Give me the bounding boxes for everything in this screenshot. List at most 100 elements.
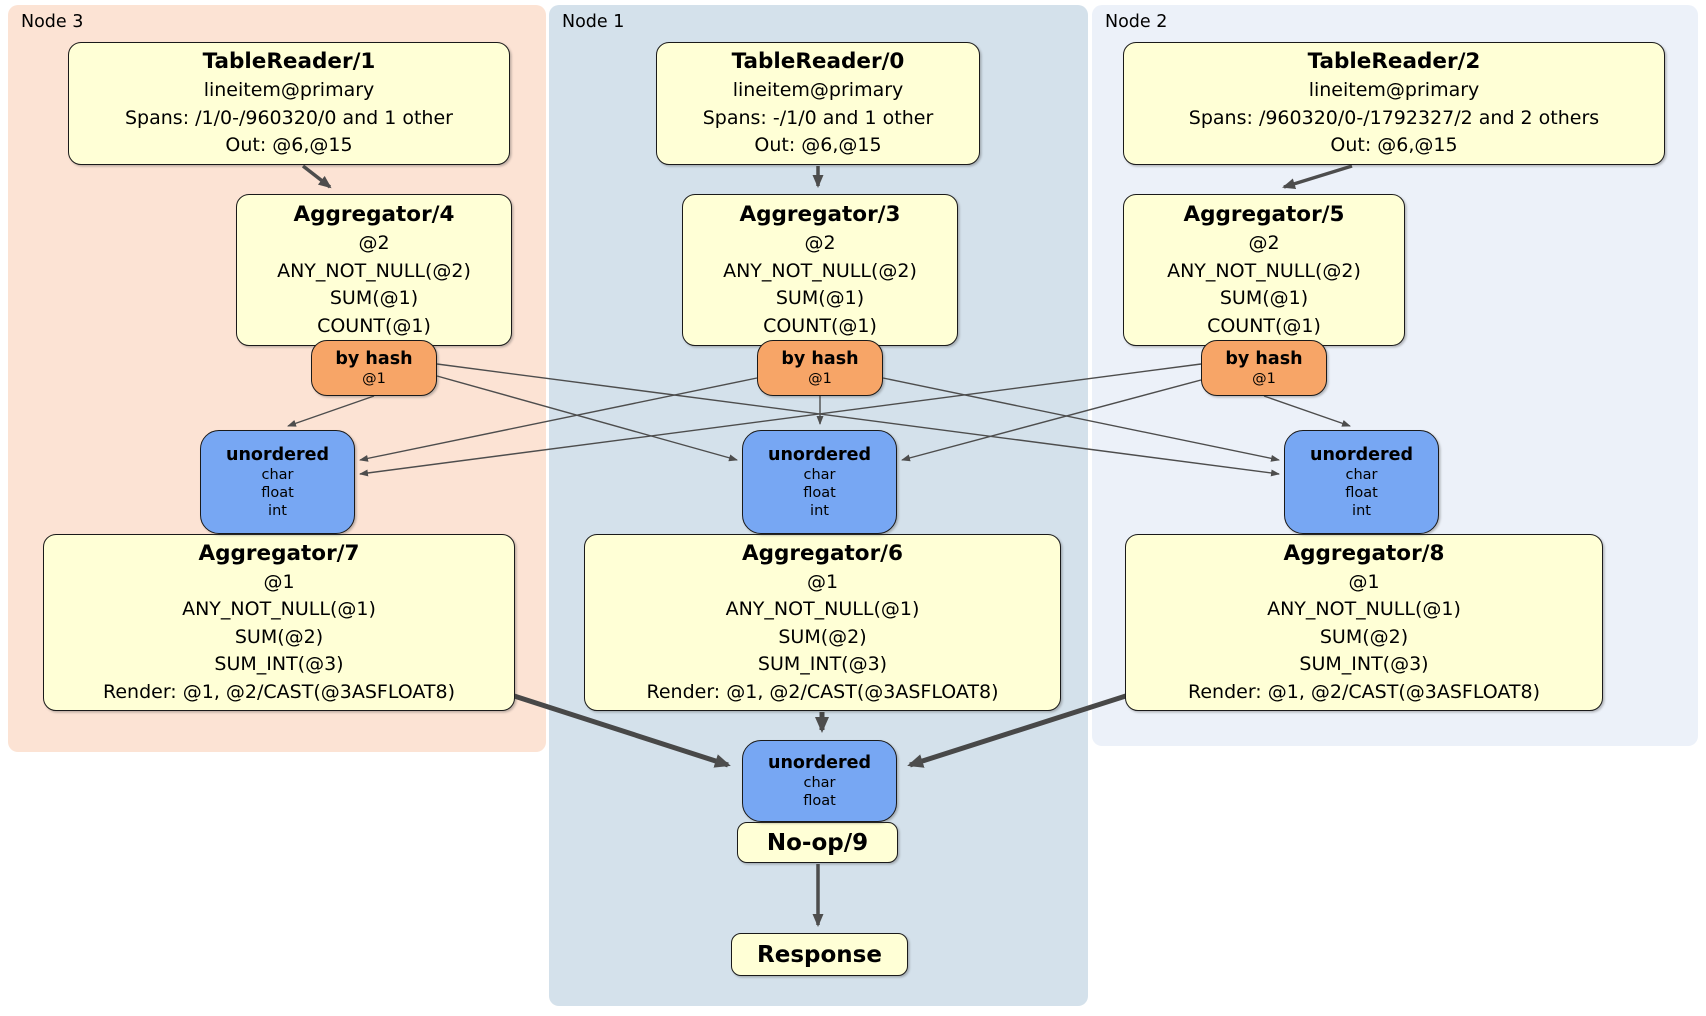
- router-col-type: char: [261, 467, 294, 483]
- processor-group-cols: @1: [806, 570, 839, 593]
- edge-tr2-agg5: [1282, 164, 1353, 190]
- processor-agg-fn: ANY_NOT_NULL(@1): [182, 598, 376, 621]
- router-col-type: float: [803, 485, 836, 501]
- processor-title: Aggregator/4: [293, 202, 455, 227]
- processor-agg-fn: COUNT(@1): [317, 314, 431, 337]
- router-title: unordered: [768, 753, 871, 773]
- router-title: unordered: [226, 445, 329, 465]
- router-col-type: char: [803, 467, 836, 483]
- processor-agg-fn: SUM(@1): [1219, 287, 1309, 309]
- processor-agg-fn: SUM(@1): [775, 287, 865, 309]
- edge-hash2-un1: [901, 379, 1202, 462]
- node-label: Node 1: [562, 12, 625, 32]
- processor-render: Render: @1, @2/CAST(@3ASFLOAT8): [1188, 680, 1540, 703]
- processor-index: lineitem@primary: [1308, 79, 1480, 102]
- processor-title: Aggregator/7: [198, 540, 360, 566]
- processor-index: lineitem@primary: [732, 79, 904, 102]
- processor-agg-fn: SUM(@1): [329, 287, 419, 309]
- router-hash-cols: @1: [1252, 371, 1276, 387]
- processor-aggregator-6: Aggregator/6 @1 ANY_NOT_NULL(@1) SUM(@2)…: [584, 534, 1061, 711]
- processor-group-cols: @2: [358, 232, 390, 254]
- router-title: by hash: [335, 349, 413, 369]
- edge-hash3-un1: [436, 375, 738, 462]
- processor-index: lineitem@primary: [203, 79, 375, 102]
- router-unordered-final: unordered char float: [742, 740, 897, 822]
- router-col-type: float: [1345, 485, 1378, 501]
- edge-hash2-un2: [1263, 395, 1351, 427]
- router-by-hash-node2: by hash @1: [1201, 340, 1327, 396]
- processor-tablereader-0: TableReader/0 lineitem@primary Spans: -/…: [656, 42, 980, 165]
- processor-group-cols: @2: [1248, 232, 1280, 254]
- processor-agg-fn: COUNT(@1): [1207, 314, 1321, 337]
- processor-spans: Spans: /1/0-/960320/0 and 1 other: [125, 106, 453, 129]
- processor-aggregator-5: Aggregator/5 @2 ANY_NOT_NULL(@2) SUM(@1)…: [1123, 194, 1405, 346]
- processor-tablereader-2: TableReader/2 lineitem@primary Spans: /9…: [1123, 42, 1665, 165]
- processor-agg-fn: ANY_NOT_NULL(@1): [725, 598, 920, 621]
- router-hash-cols: @1: [362, 371, 386, 387]
- router-by-hash-node1: by hash @1: [757, 340, 883, 396]
- processor-out: Out: @6,@15: [225, 134, 353, 157]
- processor-title: Aggregator/8: [1283, 540, 1445, 566]
- processor-title: No-op/9: [766, 829, 869, 856]
- node-label: Node 2: [1105, 12, 1168, 32]
- router-title: by hash: [1225, 349, 1303, 369]
- processor-spans: Spans: /960320/0-/1792327/2 and 2 others: [1188, 106, 1600, 129]
- processor-spans: Spans: -/1/0 and 1 other: [702, 106, 934, 129]
- edge-hash1-un3: [359, 377, 758, 462]
- router-title: unordered: [768, 445, 871, 465]
- processor-title: Aggregator/5: [1183, 202, 1345, 227]
- edge-hash1-un2: [882, 377, 1280, 462]
- processor-agg-fn: SUM_INT(@3): [214, 653, 344, 676]
- processor-title: TableReader/0: [731, 49, 905, 75]
- processor-aggregator-3: Aggregator/3 @2 ANY_NOT_NULL(@2) SUM(@1)…: [682, 194, 958, 346]
- router-col-type: float: [803, 793, 836, 809]
- processor-agg-fn: ANY_NOT_NULL(@1): [1267, 598, 1461, 621]
- processor-agg-fn: COUNT(@1): [763, 314, 877, 337]
- router-col-type: int: [1352, 503, 1371, 519]
- edge-tr1-agg4: [301, 164, 332, 189]
- processor-response: Response: [731, 933, 908, 976]
- router-col-type: int: [810, 503, 829, 519]
- processor-group-cols: @1: [1348, 570, 1380, 593]
- processor-aggregator-4: Aggregator/4 @2 ANY_NOT_NULL(@2) SUM(@1)…: [236, 194, 512, 346]
- router-title: by hash: [781, 349, 859, 369]
- processor-agg-fn: SUM(@2): [1319, 625, 1409, 648]
- router-col-type: char: [803, 775, 836, 791]
- edge-hash2-un3: [359, 363, 1202, 477]
- processor-agg-fn: SUM_INT(@3): [1299, 653, 1429, 676]
- processor-title: Aggregator/6: [742, 540, 903, 566]
- processor-title: TableReader/1: [202, 49, 376, 75]
- processor-agg-fn: ANY_NOT_NULL(@2): [723, 259, 917, 282]
- processor-agg-fn: SUM(@2): [778, 625, 867, 648]
- processor-out: Out: @6,@15: [1330, 134, 1458, 157]
- router-title: unordered: [1310, 445, 1413, 465]
- processor-render: Render: @1, @2/CAST(@3ASFLOAT8): [103, 680, 455, 703]
- router-col-type: int: [268, 503, 287, 519]
- processor-agg-fn: ANY_NOT_NULL(@2): [1167, 259, 1361, 282]
- processor-title: TableReader/2: [1307, 49, 1481, 75]
- processor-title: Aggregator/3: [739, 202, 901, 227]
- processor-tablereader-1: TableReader/1 lineitem@primary Spans: /1…: [68, 42, 510, 165]
- processor-render: Render: @1, @2/CAST(@3ASFLOAT8): [646, 680, 999, 703]
- processor-group-cols: @1: [263, 570, 295, 593]
- edge-hash3-un2: [436, 363, 1280, 477]
- edge-hash3-un3: [287, 395, 375, 427]
- node-label: Node 3: [21, 12, 84, 32]
- processor-aggregator-7: Aggregator/7 @1 ANY_NOT_NULL(@1) SUM(@2)…: [43, 534, 515, 711]
- router-hash-cols: @1: [808, 371, 832, 387]
- edge-agg7-unfinal: [507, 691, 731, 768]
- edge-agg8-unfinal: [907, 691, 1133, 768]
- router-col-type: float: [261, 485, 294, 501]
- router-col-type: char: [1345, 467, 1378, 483]
- router-unordered-node2: unordered char float int: [1284, 430, 1439, 534]
- processor-title: Response: [757, 941, 882, 968]
- processor-aggregator-8: Aggregator/8 @1 ANY_NOT_NULL(@1) SUM(@2)…: [1125, 534, 1603, 711]
- processor-group-cols: @2: [804, 232, 836, 254]
- processor-out: Out: @6,@15: [754, 134, 882, 157]
- processor-agg-fn: SUM(@2): [234, 625, 324, 648]
- router-by-hash-node3: by hash @1: [311, 340, 437, 396]
- processor-noop-9: No-op/9: [737, 822, 898, 863]
- processor-agg-fn: ANY_NOT_NULL(@2): [277, 259, 471, 282]
